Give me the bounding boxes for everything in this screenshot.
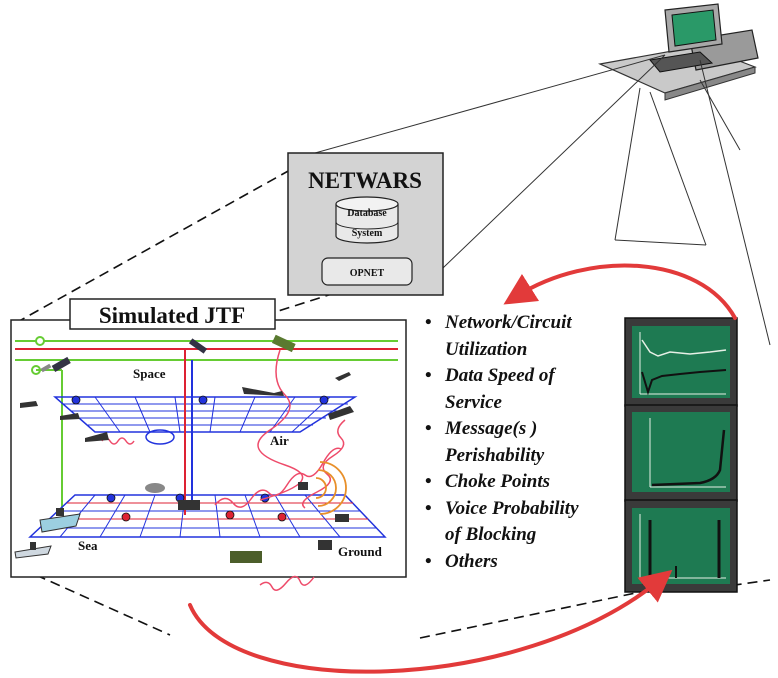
workstation-icon bbox=[597, 3, 759, 246]
projection-lines bbox=[289, 54, 771, 346]
opnet-box bbox=[321, 257, 413, 286]
vehicle-icon bbox=[145, 482, 349, 563]
label-air: Air bbox=[270, 433, 289, 448]
vertical-links bbox=[184, 349, 193, 515]
database-icon: Database System bbox=[335, 196, 399, 244]
satellite-icon bbox=[40, 334, 296, 373]
list-item: • Choke Points bbox=[425, 471, 551, 492]
aircraft-icon bbox=[20, 372, 354, 442]
opnet-label: OPNET bbox=[350, 268, 385, 279]
utilization-chart bbox=[624, 317, 738, 407]
arrow-to-netwars bbox=[503, 263, 737, 320]
list-item: • Others bbox=[425, 550, 498, 572]
netwars-title: NETWARS bbox=[308, 168, 422, 193]
label-space: Space bbox=[133, 366, 166, 381]
output-charts bbox=[624, 317, 738, 593]
blocking-chart bbox=[624, 499, 738, 593]
jtf-title: Simulated JTF bbox=[99, 303, 245, 328]
jtf-panel: Simulated JTF bbox=[10, 298, 407, 591]
radio-links bbox=[101, 349, 346, 591]
flow-arrows bbox=[188, 263, 737, 674]
speed-of-service-chart bbox=[624, 404, 738, 502]
database-label-line1: Database bbox=[347, 208, 387, 219]
ship-icon bbox=[14, 508, 81, 559]
radar-signal-icon bbox=[315, 461, 347, 515]
ring-icon bbox=[145, 429, 175, 445]
label-ground: Ground bbox=[338, 544, 383, 559]
database-label-line2: System bbox=[352, 228, 383, 239]
list-item: • Message(s )Perishability bbox=[425, 418, 545, 466]
arrow-to-charts bbox=[188, 569, 673, 674]
netwars-box: NETWARS Database System OPNET bbox=[287, 152, 444, 296]
label-sea: Sea bbox=[78, 538, 98, 553]
